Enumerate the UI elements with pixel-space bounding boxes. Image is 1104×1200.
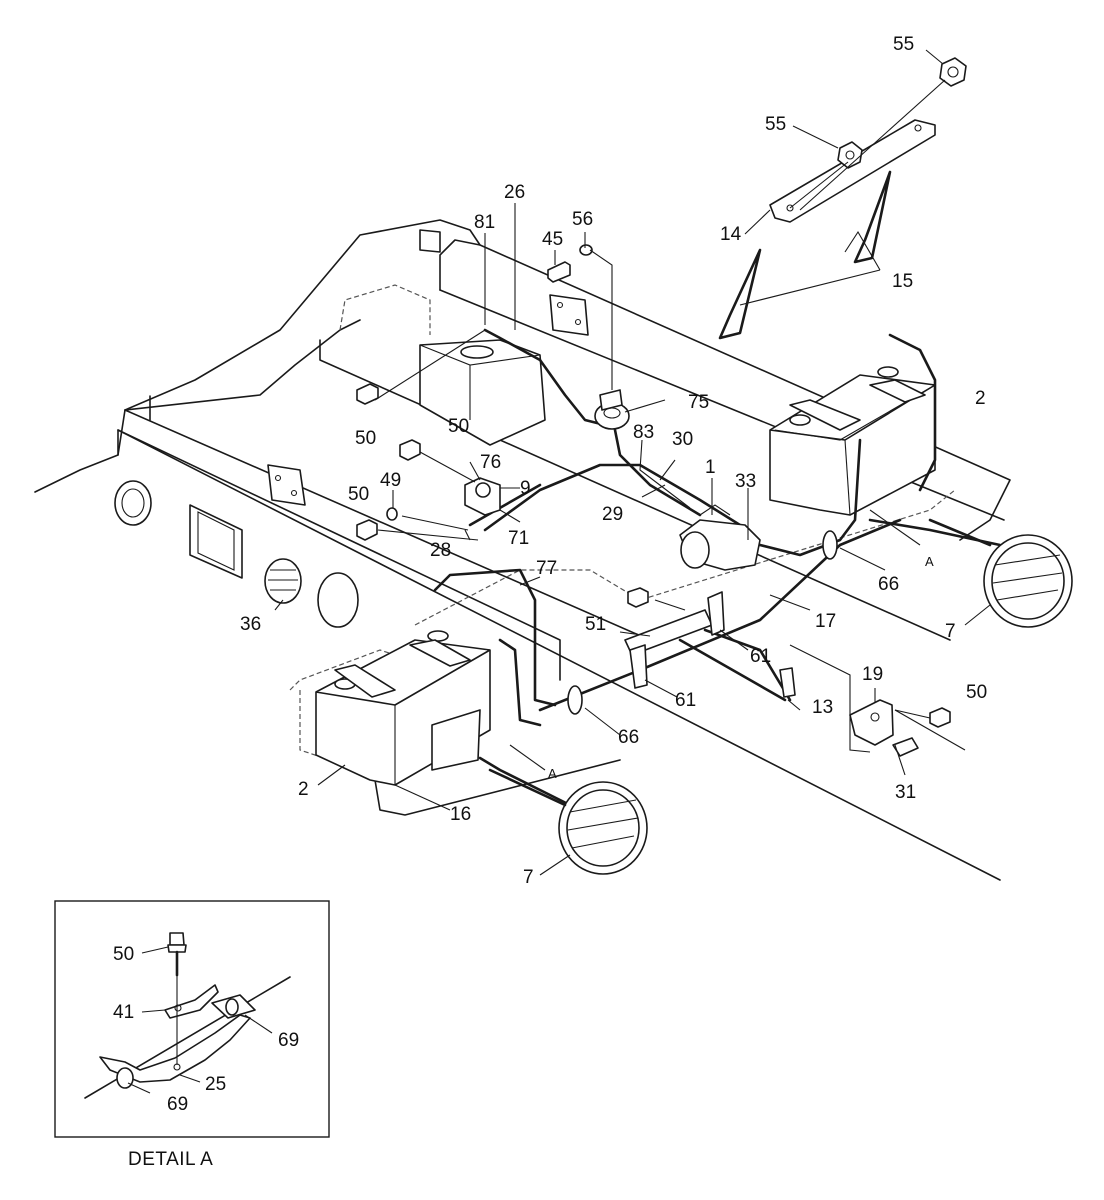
hold-down-bar [769,119,936,223]
terminal-block-9 [464,477,501,516]
label-55-top: 55 [893,34,914,55]
detail-label-25: 25 [205,1074,226,1095]
label-7-left: 7 [523,867,534,888]
label-75: 75 [688,392,709,413]
label-28: 28 [430,540,451,561]
bolts [356,244,951,728]
label-29: 29 [602,504,623,525]
bracket-19 [849,699,919,757]
label-55: 55 [765,114,786,135]
label-50-b: 50 [448,416,469,437]
label-2-right: 2 [975,388,986,409]
detail-a-frame [54,900,330,1138]
detail-label-69-right: 69 [278,1030,299,1051]
label-9: 9 [520,478,531,499]
label-61-right: 61 [750,646,771,667]
label-19: 19 [862,664,883,685]
label-2-left: 2 [298,779,309,800]
label-56: 56 [572,209,593,230]
lamp-left [488,768,648,875]
label-50-a: 50 [355,428,376,449]
grommet-75 [594,389,630,430]
label-17: 17 [815,611,836,632]
rod-13 [678,638,796,702]
label-36: 36 [240,614,261,635]
label-16: 16 [450,804,471,825]
detail-a-inset: 50 41 69 25 69 [54,900,330,1138]
label-50-d: 50 [966,682,987,703]
label-61-left: 61 [675,690,696,711]
label-1: 1 [705,457,716,478]
nut-55 [837,57,967,169]
label-51: 51 [585,614,606,635]
detail-label-41: 41 [113,1002,134,1023]
label-71: 71 [508,528,529,549]
label-7-right: 7 [945,621,956,642]
label-81: 81 [474,212,495,233]
chassis-frame [34,219,1011,881]
label-45: 45 [542,229,563,250]
label-50-c: 50 [348,484,369,505]
j-bolt-rods [718,170,892,340]
lamp-right [928,518,1073,628]
label-31: 31 [895,782,916,803]
label-33: 33 [735,471,756,492]
label-14: 14 [720,224,742,245]
cap-36 [264,558,302,604]
label-49: 49 [380,470,401,491]
label-76: 76 [480,452,501,473]
label-26: 26 [504,182,525,203]
label-15: 15 [892,271,913,292]
label-66-left: 66 [618,727,639,748]
label-13: 13 [812,697,833,718]
label-66-right: 66 [878,574,899,595]
detail-label-50: 50 [113,944,134,965]
label-30: 30 [672,429,693,450]
clamps-61 [624,591,725,689]
battery-left [315,630,491,786]
detail-label-69-left: 69 [167,1094,188,1115]
battery-right [769,366,936,516]
detail-a-caption: DETAIL A [128,1149,213,1170]
battery-switch [679,504,761,571]
label-83: 83 [633,422,654,443]
label-77: 77 [536,558,557,579]
part-labels: 55 55 14 15 81 26 45 56 2 75 50 50 76 9 … [240,34,987,888]
label-a-right: A [925,554,934,569]
leader-lines [274,49,991,876]
label-a-left: A [548,766,557,781]
